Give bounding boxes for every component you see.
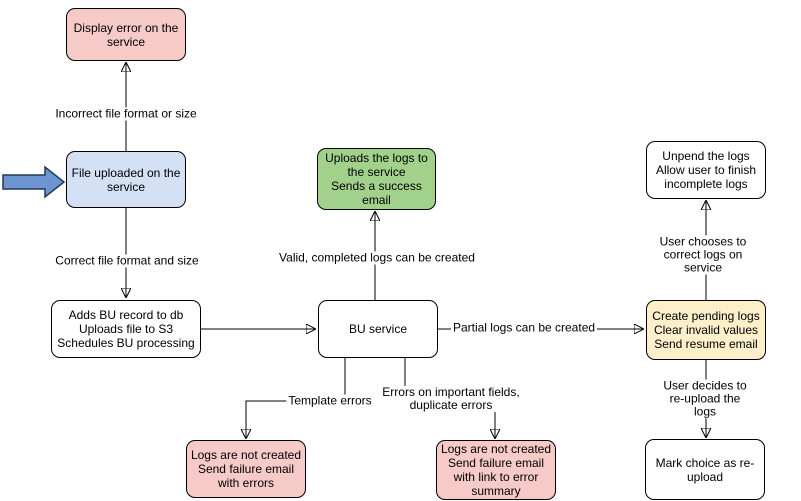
edge-label-user-chooses: User chooses to correct logs on service: [654, 235, 752, 275]
edge-label-incorrect-file: Incorrect file format or size: [53, 106, 199, 121]
edge-label-template-errors: Template errors: [286, 393, 374, 408]
node-file-uploaded[interactable]: File uploaded on the service: [66, 151, 186, 208]
node-unpend-logs[interactable]: Unpend the logs Allow user to finish inc…: [646, 141, 766, 199]
node-bu-service[interactable]: BU service: [318, 300, 438, 358]
entry-block-arrow[interactable]: [2, 165, 66, 199]
node-uploads-logs-success[interactable]: Uploads the logs to the service Sends a …: [317, 148, 436, 210]
node-adds-bu-record[interactable]: Adds BU record to db Uploads file to S3 …: [51, 300, 201, 358]
edge-label-correct-file: Correct file format and size: [53, 253, 201, 268]
node-mark-reupload[interactable]: Mark choice as re- upload: [645, 439, 765, 500]
edge-label-field-errors: Errors on important fields, duplicate er…: [380, 385, 522, 412]
node-logs-not-created-errors[interactable]: Logs are not created Send failure email …: [186, 440, 306, 498]
edge-label-valid-logs: Valid, completed logs can be created: [277, 250, 477, 265]
node-create-pending-logs[interactable]: Create pending logs Clear invalid values…: [646, 300, 766, 360]
node-logs-not-created-summary[interactable]: Logs are not created Send failure email …: [436, 440, 556, 500]
edge-label-partial-logs: Partial logs can be created: [450, 320, 598, 335]
node-display-error[interactable]: Display error on the service: [66, 8, 186, 61]
edge-label-user-decides: User decides to re-upload the logs: [657, 379, 753, 419]
